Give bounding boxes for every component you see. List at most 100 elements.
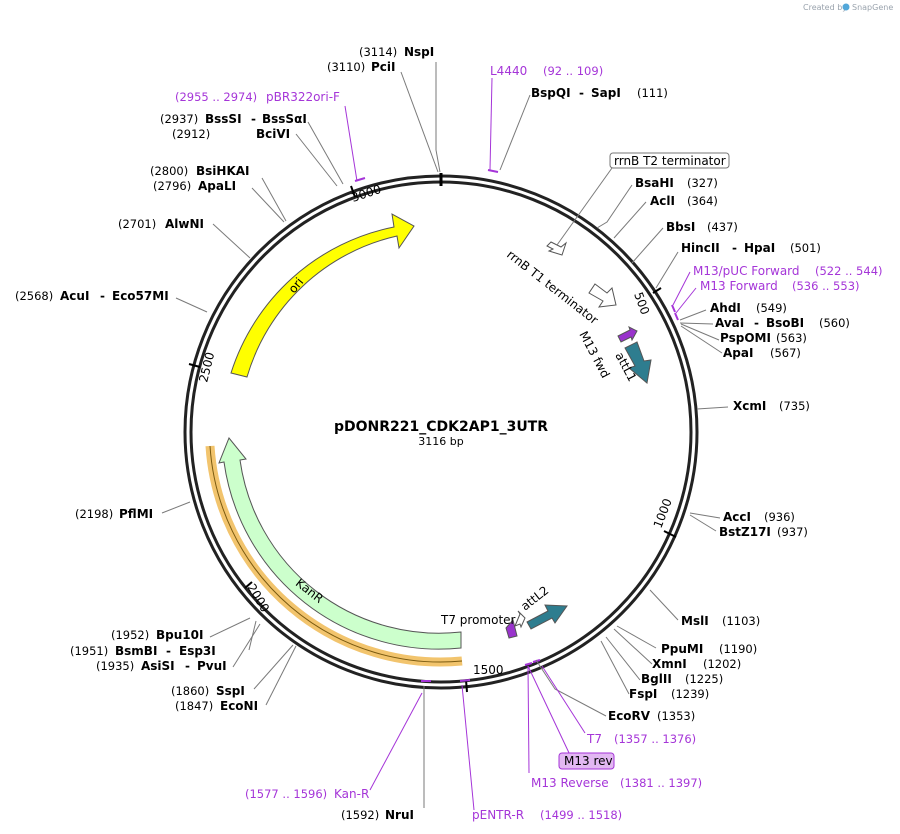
watermark-brand: SnapGene xyxy=(852,3,893,12)
leader-bsssi xyxy=(307,121,344,185)
enzyme-pspomi-name[interactable]: PspOMI xyxy=(720,331,771,345)
leader-msli xyxy=(649,589,679,621)
enzyme-xcmi-name[interactable]: XcmI xyxy=(733,399,766,413)
enzyme-bsssai-name[interactable]: BssSαI xyxy=(262,112,307,126)
enzyme-nspi-pos: (3114) xyxy=(359,45,397,59)
primer-pentr-r-mark xyxy=(459,679,471,682)
primer-m13-forward-mark xyxy=(674,312,679,321)
feature-ori-arrow[interactable] xyxy=(230,213,415,378)
enzyme-avai-name[interactable]: AvaI xyxy=(715,316,744,330)
primer-pbr322ori-f-name[interactable]: pBR322ori-F xyxy=(266,90,340,104)
enzyme-ecorv-name[interactable]: EcoRV xyxy=(608,709,651,723)
enzyme-bsobi-name[interactable]: BsoBI xyxy=(766,316,804,330)
enzyme-econi-name[interactable]: EcoNI xyxy=(220,699,258,713)
enzyme-ppumi-name[interactable]: PpuMI xyxy=(661,642,703,656)
feature-attl2-arrow[interactable] xyxy=(526,604,568,630)
enzyme-leaders xyxy=(161,62,729,808)
enzyme-acli-pos: (364) xyxy=(687,194,718,208)
enzyme-sspi-name[interactable]: SspI xyxy=(216,684,245,698)
enzyme-fspi-name[interactable]: FspI xyxy=(629,687,657,701)
primer-m13-reverse-name[interactable]: M13 Reverse xyxy=(531,776,609,790)
enzyme-apali-pos: (2796) xyxy=(153,179,191,193)
leader-pentr-r xyxy=(461,684,475,811)
leader-pbr322ori-f xyxy=(344,105,358,182)
leader-bsihkai xyxy=(261,177,287,222)
feature-rrnb-t1-arrow[interactable] xyxy=(588,283,617,308)
enzyme-bsihkai-name[interactable]: BsiHKAI xyxy=(196,164,250,178)
primer-t7-mark xyxy=(524,662,533,666)
leader-econi xyxy=(265,645,297,706)
enzyme-bsahi-name[interactable]: BsaHI xyxy=(635,176,674,190)
enzyme-bcivi-name[interactable]: BciVI xyxy=(256,127,290,141)
primer-m13-forward-name[interactable]: M13 Forward xyxy=(700,279,778,293)
leader-fspi xyxy=(600,640,630,695)
leader-bstz17i xyxy=(689,514,717,532)
primer-m13puc-forward-name[interactable]: M13/pUC Forward xyxy=(693,264,800,278)
enzyme-esp3i-name[interactable]: Esp3I xyxy=(179,644,216,658)
enzyme-msli-name[interactable]: MslI xyxy=(681,614,709,628)
tick-1000-mark xyxy=(663,530,677,538)
leader-sspi xyxy=(253,644,294,690)
feature-kanr-arrow[interactable] xyxy=(218,437,462,650)
enzyme-ahdi-name[interactable]: AhdI xyxy=(710,301,741,315)
enzyme-pflmi-name[interactable]: PflMI xyxy=(119,507,153,521)
enzyme-alwni-name[interactable]: AlwNI xyxy=(165,217,204,231)
primer-pentr-r-name[interactable]: pENTR-R xyxy=(472,808,524,822)
feature-rrnb-t2-leader xyxy=(556,167,613,246)
enzyme-pflmi-pos: (2198) xyxy=(75,507,113,521)
feature-rrnb-t2-arrow[interactable] xyxy=(546,241,568,256)
enzyme-bpu10i-name[interactable]: Bpu10I xyxy=(156,628,203,642)
enzyme-pvui-name[interactable]: PvuI xyxy=(197,659,227,673)
enzyme-pcii-name[interactable]: PciI xyxy=(371,60,396,74)
primer-l4440-name[interactable]: L4440 xyxy=(490,64,527,78)
enzyme-hincii-name[interactable]: HincII xyxy=(681,241,720,255)
enzyme-bbsi-name[interactable]: BbsI xyxy=(666,220,695,234)
primer-m13-reverse-pos: (1381 .. 1397) xyxy=(620,776,702,790)
watermark-created-by: Created by xyxy=(803,3,847,12)
primer-kan-r-name[interactable]: Kan-R xyxy=(334,787,369,801)
enzyme-apali-name[interactable]: ApaLI xyxy=(198,179,236,193)
enzyme-bsssi-name[interactable]: BssSI xyxy=(205,112,242,126)
tick-500-mark xyxy=(652,287,662,294)
primer-m13-rev-name[interactable]: M13 rev xyxy=(564,754,613,768)
tick-1500-label: 1500 xyxy=(473,663,504,677)
enzyme-sapi-name[interactable]: SapI xyxy=(591,86,621,100)
enzyme-bspqi-name[interactable]: BspQI xyxy=(531,86,571,100)
feature-m13-fwd-arrow[interactable] xyxy=(617,326,638,343)
leader-xmni xyxy=(613,628,653,665)
tick-2500-mark xyxy=(188,363,201,368)
enzyme-xmni-pos: (1202) xyxy=(703,657,741,671)
enzyme-acui-name[interactable]: AcuI xyxy=(60,289,89,303)
leader-m13-rev xyxy=(527,665,571,756)
enzyme-ecorv-pos: (1353) xyxy=(657,709,695,723)
enzyme-apai-name[interactable]: ApaI xyxy=(723,346,753,360)
enzyme-asisi-pos: (1935) xyxy=(96,659,134,673)
enzyme-bglii-name[interactable]: BglII xyxy=(641,672,672,686)
enzyme-alwni-pos: (2701) xyxy=(118,217,156,231)
feature-t7-promoter-arrow[interactable] xyxy=(514,610,526,629)
enzyme-acci-name[interactable]: AccI xyxy=(723,510,751,524)
enzyme-hincii-pos: (501) xyxy=(790,241,821,255)
primer-t7-name[interactable]: T7 xyxy=(586,732,602,746)
feature-attl1-arrow[interactable] xyxy=(624,341,652,384)
enzyme-acui-pos: (2568) xyxy=(15,289,53,303)
enzyme-sspi-pos: (1860) xyxy=(171,684,209,698)
enzyme-bsihkai-pos: (2800) xyxy=(150,164,188,178)
enzyme-hpai-name[interactable]: HpaI xyxy=(744,241,775,255)
enzyme-eco57mi-name[interactable]: Eco57MI xyxy=(112,289,169,303)
enzyme-nspi-name[interactable]: NspI xyxy=(404,45,434,59)
enzyme-bsmbi-name[interactable]: BsmBI xyxy=(115,644,157,658)
leader-bsahi xyxy=(596,184,633,229)
enzyme-nrui-name[interactable]: NruI xyxy=(385,808,414,822)
leader-pflmi xyxy=(161,501,191,514)
feature-m13-rev-arrow[interactable] xyxy=(505,618,518,639)
enzyme-asisi-name[interactable]: AsiSI xyxy=(141,659,175,673)
enzyme-xmni-name[interactable]: XmnI xyxy=(652,657,687,671)
leader-pcii xyxy=(400,71,439,173)
enzyme-bstz17i-name[interactable]: BstZ17I xyxy=(719,525,771,539)
enzyme-nrui-pos: (1592) xyxy=(341,808,379,822)
enzyme-avai-dash: - xyxy=(754,316,759,330)
enzyme-econi-pos: (1847) xyxy=(175,699,213,713)
enzyme-acli-name[interactable]: AclI xyxy=(650,194,675,208)
